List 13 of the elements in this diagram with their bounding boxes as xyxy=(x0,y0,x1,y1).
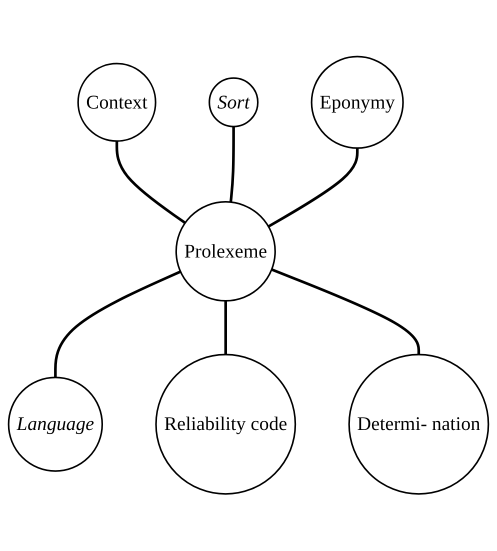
node-circle: Context xyxy=(77,63,156,142)
node-circle: Determi- nation xyxy=(348,354,490,495)
connector xyxy=(116,141,186,224)
node-circle: Language xyxy=(8,376,104,472)
connector xyxy=(268,148,359,228)
connector xyxy=(224,301,227,355)
node-circle: Reliability code xyxy=(155,354,296,495)
connector xyxy=(54,270,182,378)
node-circle: Eponymy xyxy=(310,56,404,150)
node-circle: Prolexeme xyxy=(175,201,276,302)
connector xyxy=(229,126,235,202)
connector xyxy=(271,268,420,355)
node-circle: Sort xyxy=(208,78,259,128)
